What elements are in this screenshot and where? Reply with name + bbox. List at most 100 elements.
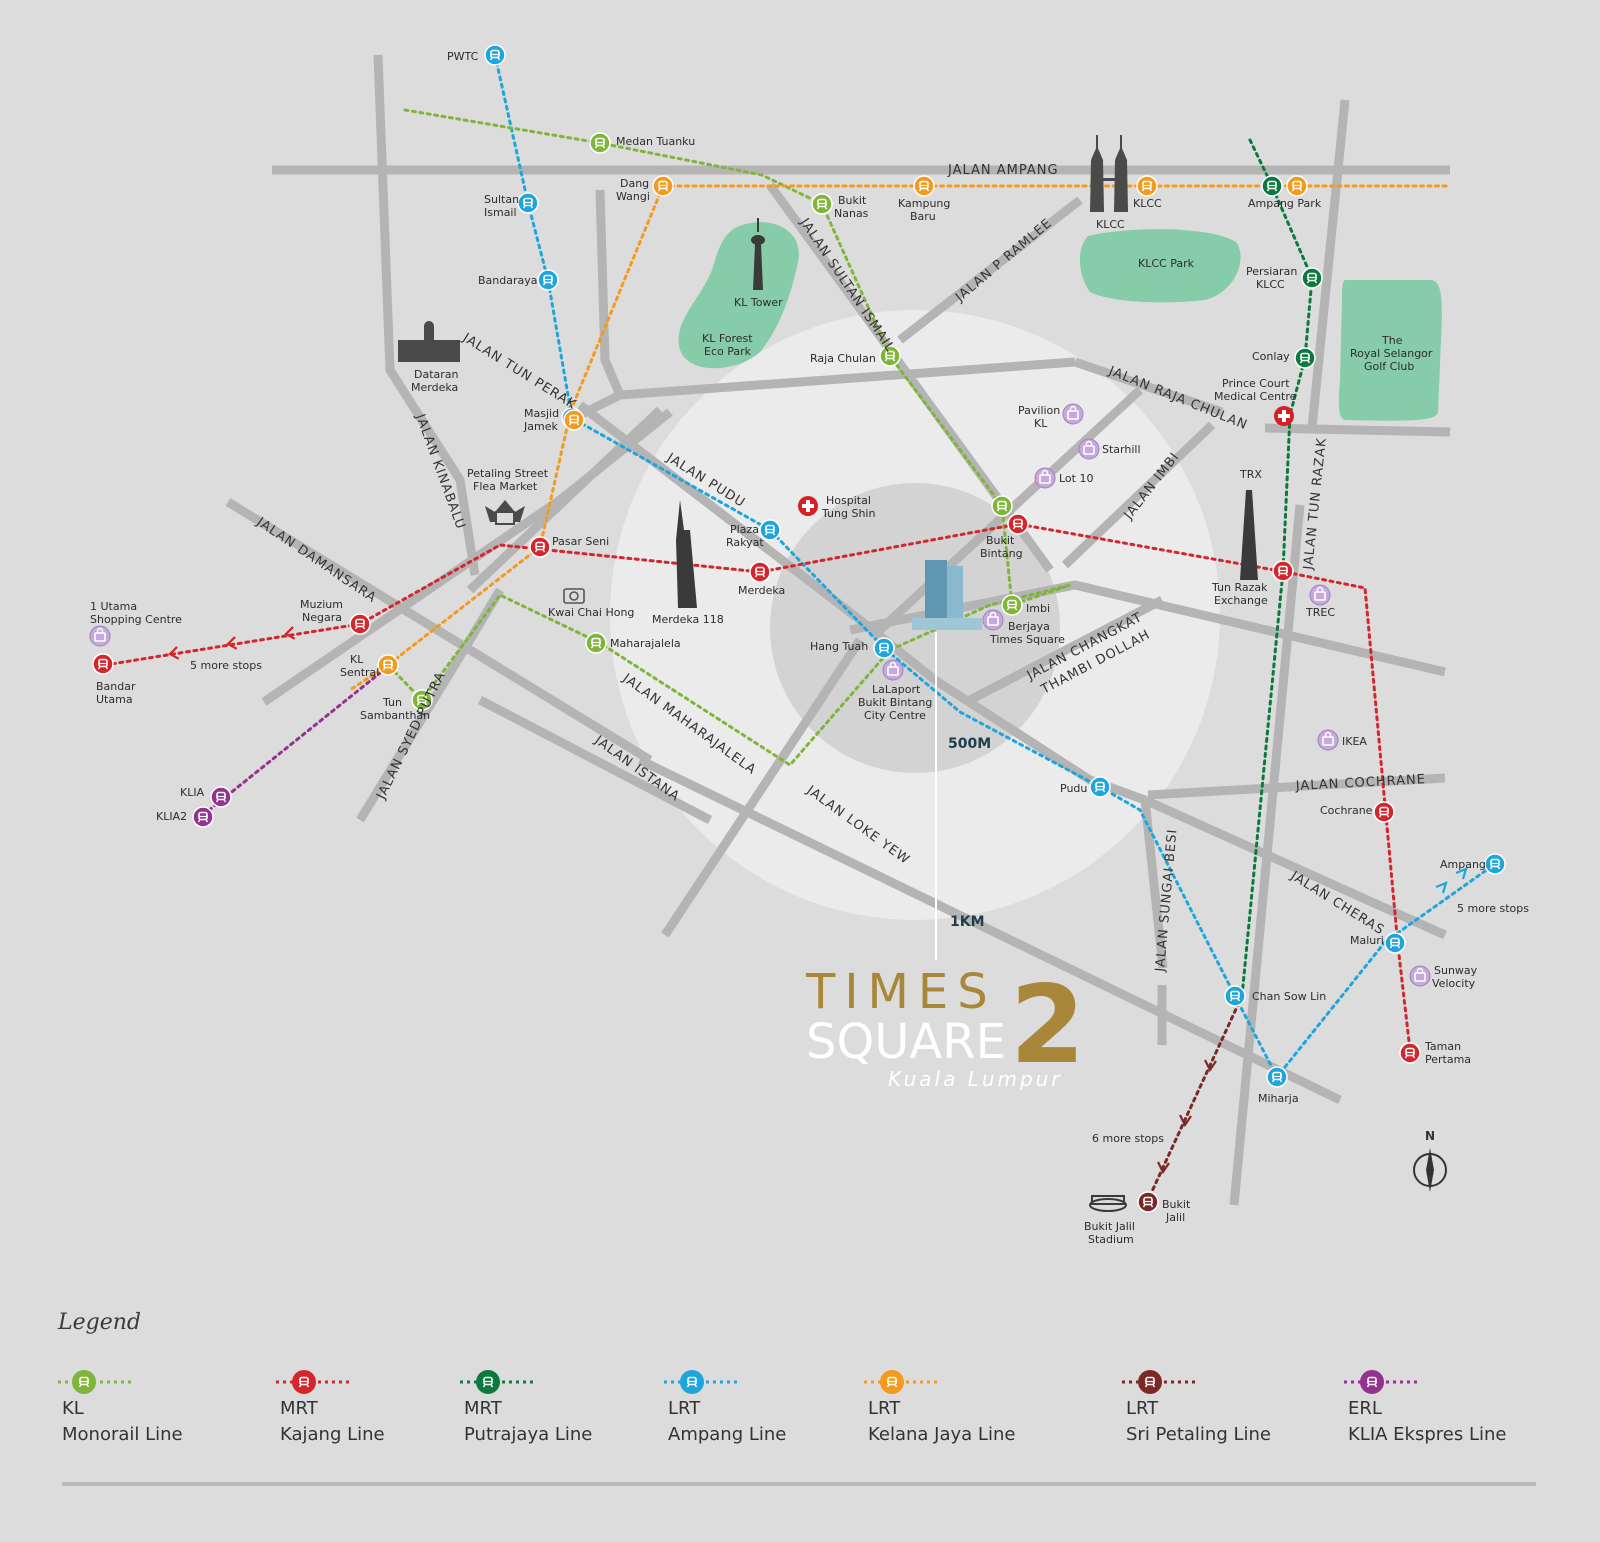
station-label-kl-sentral-2: Sentral (340, 666, 379, 679)
brand-times: TIMES (805, 964, 997, 1020)
station-kj-masjid-jamek-icon (563, 409, 585, 431)
place-label-golf-2: Royal Selangor (1350, 347, 1433, 360)
station-label-bandaraya: Bandaraya (478, 274, 538, 287)
station-label-tun-sambanthan-2: Sambanthan (360, 709, 430, 722)
station-label-sultan-ismail-2: Ismail (484, 206, 517, 219)
station-sultan-ismail-icon (517, 192, 539, 214)
bukit-jalil-stadium-icon (1089, 1195, 1127, 1212)
place-label-dataran-2: Merdeka (411, 381, 458, 394)
station-putrajaya-ampang-park-icon (1261, 175, 1283, 197)
place-label-one-utama: 1 Utama (90, 600, 137, 613)
station-label-klia2: KLIA2 (156, 810, 187, 823)
station-bandar-utama-icon (92, 653, 114, 675)
station-label-bandar-utama-2: Utama (96, 693, 133, 706)
trx-tower-icon (1240, 490, 1258, 580)
legend-item-mrt-putrajaya: MRT Putrajaya Line (458, 1368, 592, 1448)
compass-icon (1413, 1148, 1447, 1192)
station-label-cochrane: Cochrane (1320, 804, 1373, 817)
legend-item-lrt-kelana-jaya: LRT Kelana Jaya Line (862, 1368, 1015, 1448)
station-pwtc-icon (484, 44, 506, 66)
station-bukit-nanas-icon (811, 193, 833, 215)
compass-north-label: N (1425, 1129, 1435, 1143)
legend-line1: MRT (464, 1398, 502, 1419)
station-label-dang-wangi-2: Wangi (616, 190, 650, 203)
legend-item-kl-monorail: KL Monorail Line (56, 1368, 183, 1448)
station-label-kl-sentral: KL (350, 653, 364, 666)
station-label-bukit-jalil: Bukit (1162, 1198, 1191, 1211)
one-utama-shopping-icon (89, 625, 111, 647)
place-label-tung-shin-2: Tung Shin (821, 507, 875, 520)
station-label-bukit-bintang-2: Bintang (980, 547, 1023, 560)
station-label-pudu: Pudu (1060, 782, 1087, 795)
legend-item-erl: ERL KLIA Ekspres Line (1342, 1368, 1506, 1448)
legend-divider (62, 1482, 1536, 1486)
dataran-merdeka-icon (398, 321, 460, 362)
station-conlay-icon (1294, 347, 1316, 369)
place-label-sunway-2: Velocity (1432, 977, 1476, 990)
station-klia-icon (210, 786, 232, 808)
station-label-bukit-nanas: Bukit (838, 194, 867, 207)
legend-line1: LRT (668, 1398, 701, 1419)
roads (225, 54, 1451, 1206)
legend-line2: Sri Petaling Line (1126, 1424, 1271, 1445)
note-ampang-more-stops: 5 more stops (1457, 902, 1529, 915)
petronas-towers-icon (1090, 135, 1128, 212)
station-label-ampang: Ampang (1440, 858, 1486, 871)
station-kampung-baru-icon (913, 175, 935, 197)
place-label-pavilion: Pavilion (1018, 404, 1060, 417)
brand-square: SQUARE (806, 1014, 1006, 1070)
station-label-bandar-utama: Bandar (96, 680, 136, 693)
place-label-forest-2: Eco Park (704, 345, 752, 358)
station-label-maluri: Maluri (1350, 934, 1384, 947)
place-label-tung-shin: Hospital (826, 494, 871, 507)
station-plaza-rakyat-icon (759, 519, 781, 541)
legend-line1: LRT (868, 1398, 901, 1419)
place-label-merdeka118: Merdeka 118 (652, 613, 724, 626)
place-label-trx: TRX (1239, 468, 1262, 481)
station-maluri-icon (1384, 932, 1406, 954)
place-label-lot10: Lot 10 (1059, 472, 1093, 485)
place-label-berjaya-2: Times Square (989, 633, 1065, 646)
legend-line2: Putrajaya Line (464, 1424, 593, 1445)
legend-item-lrt-sri-petaling: LRT Sri Petaling Line (1120, 1368, 1271, 1448)
station-medan-tuanku-icon (589, 132, 611, 154)
legend-line2: Kajang Line (280, 1424, 385, 1445)
station-kl-sentral-icon (377, 654, 399, 676)
note-sri-petaling-more-stops: 6 more stops (1092, 1132, 1164, 1145)
legend-line2: Monorail Line (62, 1424, 183, 1445)
place-label-berjaya: Berjaya (1008, 620, 1050, 633)
station-pudu-icon (1089, 776, 1111, 798)
station-dang-wangi-icon (652, 175, 674, 197)
station-taman-pertama-icon (1399, 1042, 1421, 1064)
station-label-bukit-jalil-2: Jalil (1165, 1211, 1185, 1224)
station-label-klia: KLIA (180, 786, 205, 799)
station-raja-chulan-icon (879, 345, 901, 367)
legend-line-icon (864, 1370, 940, 1394)
legend-line1: KL (62, 1398, 84, 1419)
merdeka-118-icon (676, 500, 697, 608)
road-jalan-cochrane: JALAN COCHRANE (1294, 772, 1426, 794)
station-label-pasar-seni: Pasar Seni (552, 535, 609, 548)
station-label-ampang-park: Ampang Park (1248, 197, 1322, 210)
legend-line2: Ampang Line (668, 1424, 787, 1445)
station-hang-tuah-icon (873, 637, 895, 659)
station-ampang-icon (1484, 853, 1506, 875)
station-label-maharajalela: Maharajalela (610, 637, 681, 650)
place-label-pavilion-2: KL (1034, 417, 1048, 430)
lrt-ampang-branch (1383, 862, 1497, 944)
legend: Legend KL Monorail Line MRT Kajang Line … (0, 1310, 1600, 1510)
place-label-golf-3: Golf Club (1364, 360, 1414, 373)
station-label-chan-sow-lin: Chan Sow Lin (1252, 990, 1326, 1003)
legend-line-icon (58, 1370, 134, 1394)
station-bandaraya-icon (537, 269, 559, 291)
road-jalan-damansara: JALAN DAMANSARA (253, 514, 379, 606)
station-markers (92, 44, 1506, 1213)
station-label-plaza-rakyat-2: Rakyat (726, 536, 764, 549)
place-label-prince: Prince Court (1222, 377, 1290, 390)
note-bandar-more-stops: 5 more stops (190, 659, 262, 672)
brand-subtitle: Kuala Lumpur (888, 1067, 1063, 1091)
ikea-shopping-icon (1317, 729, 1339, 751)
station-merdeka-icon (749, 561, 771, 583)
place-label-ikea: IKEA (1342, 735, 1367, 748)
lalaport-shopping-icon (882, 659, 904, 681)
